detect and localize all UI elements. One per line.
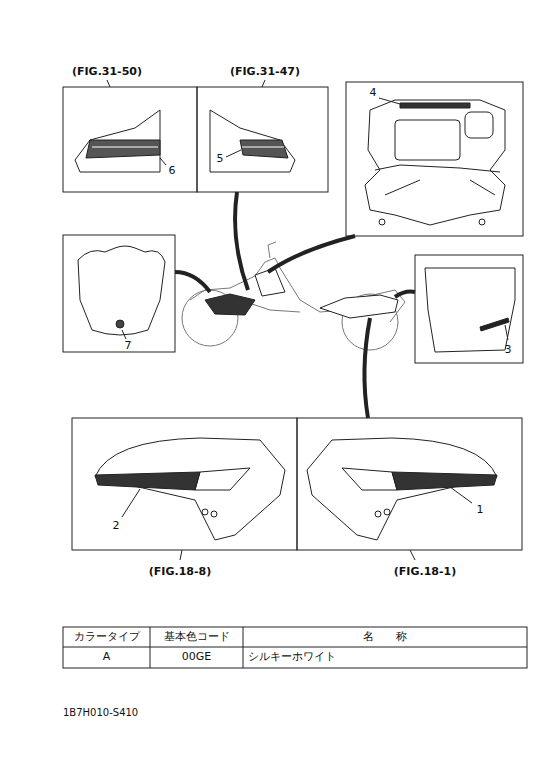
cowl-left xyxy=(95,438,285,540)
figure-panel xyxy=(63,87,197,192)
table-cell: シルキーホワイト xyxy=(248,651,336,663)
color-table xyxy=(63,627,527,668)
table-header: カラータイプ xyxy=(74,631,140,643)
panel-tick xyxy=(262,80,265,87)
mount-hole xyxy=(202,509,208,515)
panel-tick xyxy=(410,550,415,560)
panel-tick xyxy=(107,80,110,87)
mount-hole xyxy=(479,219,485,225)
decal xyxy=(392,472,497,490)
figure-reference: (FIG.18-1) xyxy=(394,566,456,578)
callout-number: 3 xyxy=(505,344,512,356)
inner-panel xyxy=(365,100,505,225)
callout-number: 6 xyxy=(169,165,176,177)
part-code: 1B7H010-S410 xyxy=(63,707,138,718)
decal xyxy=(95,472,200,490)
panel-tick xyxy=(180,550,182,560)
table-header: 名 称 xyxy=(363,631,407,643)
callout-number: 7 xyxy=(125,340,132,352)
mount-hole xyxy=(211,511,217,517)
front-cover xyxy=(78,246,165,335)
figure-panel xyxy=(197,87,328,192)
inner-panel-edge xyxy=(375,165,500,195)
rear-cowl xyxy=(320,295,398,318)
figure-reference: (FIG.31-50) xyxy=(72,66,142,78)
figure-panel xyxy=(63,235,175,352)
leader-line xyxy=(122,330,126,339)
leader-line xyxy=(122,489,140,517)
mount-hole xyxy=(379,219,385,225)
leader-line xyxy=(450,487,472,503)
side-decal xyxy=(205,294,255,315)
cowl-right xyxy=(307,438,497,540)
leader-line xyxy=(226,150,241,157)
callout-number: 4 xyxy=(370,87,377,99)
inner-panel-recess xyxy=(465,112,493,138)
decal xyxy=(86,140,160,158)
callout-link xyxy=(175,192,415,418)
figure-panel xyxy=(415,255,523,363)
decal-line xyxy=(92,147,158,148)
decal xyxy=(240,140,288,158)
figure-panel xyxy=(72,418,297,550)
table-cell: 00GE xyxy=(182,651,211,663)
figure-reference: (FIG.18-8) xyxy=(149,566,211,578)
callout-number: 1 xyxy=(477,504,484,516)
decal xyxy=(400,103,470,108)
leader-line xyxy=(505,325,508,340)
decal-line xyxy=(242,147,284,148)
side-cover xyxy=(75,110,160,172)
leader-line xyxy=(379,98,400,104)
cowl-tail xyxy=(342,468,397,490)
rear-panel xyxy=(425,268,515,352)
leader-line xyxy=(160,158,166,165)
callout-number: 5 xyxy=(217,153,224,165)
emblem xyxy=(116,320,124,328)
figure-panel xyxy=(297,418,522,550)
table-header: 基本色コード xyxy=(164,631,230,643)
mount-hole xyxy=(384,509,390,515)
side-cover xyxy=(210,110,295,172)
inner-panel-recess xyxy=(395,120,460,160)
table-cell: A xyxy=(103,651,111,663)
figure-panel xyxy=(346,82,523,236)
callout-number: 2 xyxy=(113,520,120,532)
cowl-tail xyxy=(195,468,250,490)
mount-hole xyxy=(375,511,381,517)
figure-reference: (FIG.31-47) xyxy=(230,66,300,78)
decal xyxy=(480,318,509,331)
